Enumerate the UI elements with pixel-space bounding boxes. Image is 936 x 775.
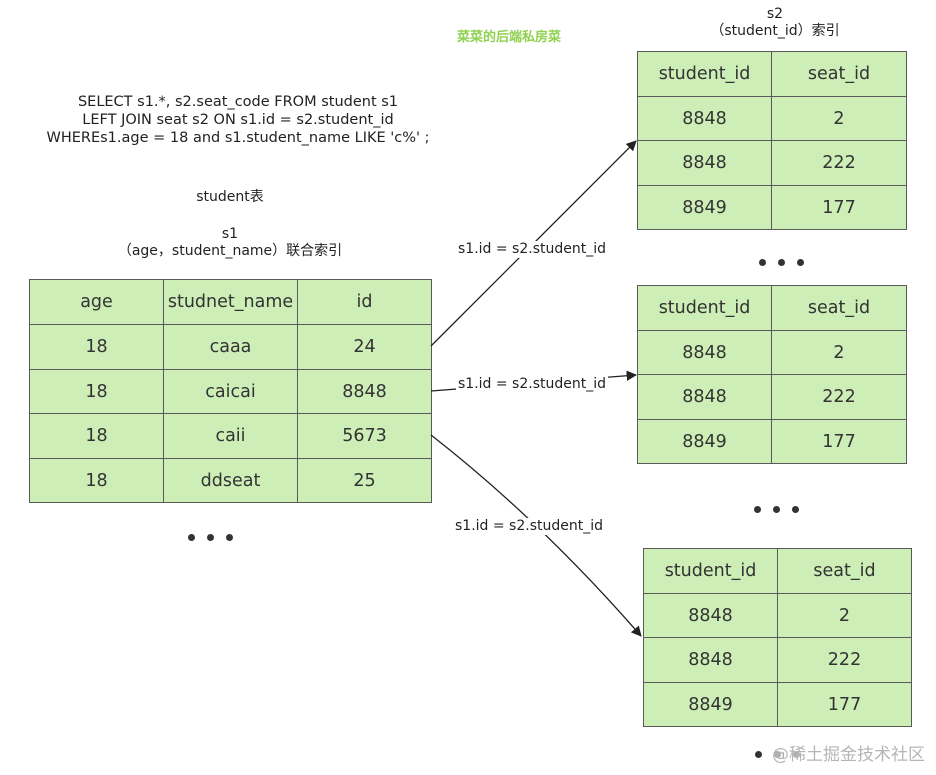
table-cell: caicai <box>163 369 298 414</box>
table-cell: 8848 <box>637 96 772 141</box>
table-cell: 8848 <box>637 330 772 375</box>
ellipsis-dots <box>759 259 804 266</box>
column-header: age <box>29 279 164 325</box>
table-cell: 222 <box>771 140 907 186</box>
s2-table-2: student_id seat_id 8848 2 8848 222 8849 … <box>637 285 907 464</box>
table-cell: 2 <box>771 96 907 141</box>
s2-alias: s2 <box>766 6 784 22</box>
table-header-row: student_id seat_id <box>637 51 907 97</box>
table-cell: 8848 <box>637 140 772 186</box>
s2-table-1: student_id seat_id 8848 2 8848 222 8849 … <box>637 51 907 230</box>
table-cell: 5673 <box>297 413 432 459</box>
column-header: seat_id <box>771 285 907 331</box>
column-header: studnet_name <box>163 279 298 325</box>
table-cell: 177 <box>771 185 907 230</box>
table-cell: 2 <box>771 330 907 375</box>
join-label: s1.id = s2.student_id <box>456 376 609 393</box>
sql-line-1: SELECT s1.*, s2.seat_code FROM student s… <box>77 94 399 110</box>
watermark-top: 菜菜的后端私房菜 <box>457 30 562 45</box>
table-row: 8848 222 <box>643 637 912 683</box>
table-cell: 18 <box>29 458 164 503</box>
column-header: student_id <box>637 285 772 331</box>
s1-alias: s1 <box>221 226 239 242</box>
s1-table: age studnet_name id 18 caaa 24 18 caicai… <box>29 279 432 503</box>
table-cell: caii <box>163 413 298 459</box>
table-cell: 8849 <box>637 419 772 464</box>
table-row: 18 ddseat 25 <box>29 458 432 503</box>
sql-line-2: LEFT JOIN seat s2 ON s1.id = s2.student_… <box>82 112 394 128</box>
table-cell: 222 <box>771 374 907 420</box>
table-header-row: age studnet_name id <box>29 279 432 325</box>
column-header: seat_id <box>771 51 907 97</box>
table-cell: 24 <box>297 324 432 370</box>
arrow-to-s2-table-3 <box>430 434 642 637</box>
table-row: 8849 177 <box>637 185 907 230</box>
table-cell: 18 <box>29 324 164 370</box>
table-row: 8849 177 <box>637 419 907 464</box>
table-cell: 177 <box>771 419 907 464</box>
s1-table-label: student表 <box>196 189 264 205</box>
ellipsis-dots <box>754 506 799 513</box>
table-cell: 177 <box>777 682 912 727</box>
table-row: 8849 177 <box>643 682 912 727</box>
table-cell: caaa <box>163 324 298 370</box>
table-row: 18 caaa 24 <box>29 324 432 370</box>
watermark-bottom: @稀土掘金技术社区 <box>772 745 925 765</box>
table-row: 8848 2 <box>637 96 907 141</box>
table-cell: 8848 <box>297 369 432 414</box>
join-label: s1.id = s2.student_id <box>456 241 609 258</box>
table-cell: 8848 <box>637 374 772 420</box>
ellipsis-dots <box>188 534 233 541</box>
table-row: 8848 222 <box>637 374 907 420</box>
table-row: 8848 2 <box>637 330 907 375</box>
table-header-row: student_id seat_id <box>637 285 907 331</box>
table-row: 8848 2 <box>643 593 912 638</box>
table-header-row: student_id seat_id <box>643 548 912 594</box>
s2-index-label: （student_id）索引 <box>710 23 840 39</box>
s2-table-3: student_id seat_id 8848 2 8848 222 8849 … <box>643 548 912 727</box>
table-row: 8848 222 <box>637 140 907 186</box>
table-row: 18 caicai 8848 <box>29 369 432 414</box>
table-cell: 222 <box>777 637 912 683</box>
table-cell: 18 <box>29 369 164 414</box>
s1-index-label: （age，student_name）联合索引 <box>117 243 343 259</box>
join-label: s1.id = s2.student_id <box>453 518 606 535</box>
table-cell: ddseat <box>163 458 298 503</box>
table-cell: 8849 <box>643 682 778 727</box>
sql-line-3: WHEREs1.age = 18 and s1.student_name LIK… <box>46 130 430 146</box>
table-cell: 2 <box>777 593 912 638</box>
table-cell: 25 <box>297 458 432 503</box>
column-header: student_id <box>637 51 772 97</box>
